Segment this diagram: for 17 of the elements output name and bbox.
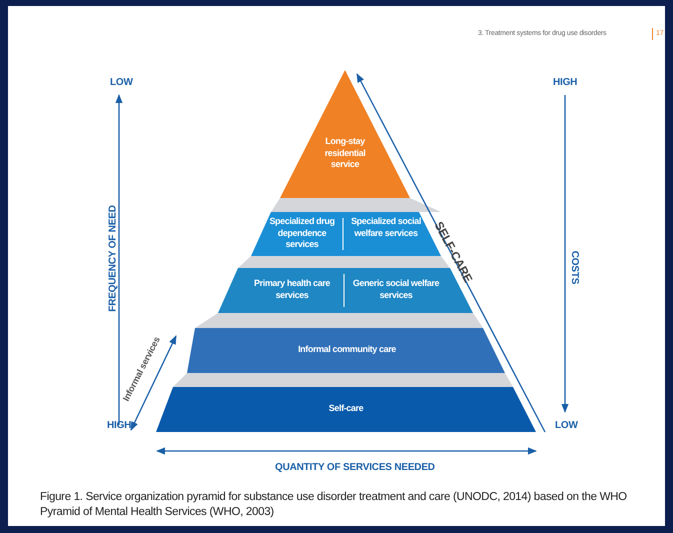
level-label: Long-stay residential service (324, 136, 366, 170)
level-label: Primary health care services (253, 278, 331, 301)
axis-title: COSTS (569, 250, 580, 284)
pyramid-apex (280, 70, 410, 198)
figure-caption: Figure 1. Service organization pyramid for substance use disorder treatment and care (UNODC, 2014) based on the WHO Pyramid of Mental Health Services (WHO, 2003) (40, 490, 628, 520)
axis-title: QUANTITY OF SERVICES NEEDED (275, 462, 435, 473)
level-label: Specialized drug dependence services (268, 216, 336, 250)
axis-label: LOW (110, 77, 133, 88)
axis-label: HIGH (553, 77, 578, 88)
pyramid-level (187, 328, 505, 373)
axis-label: LOW (555, 420, 578, 431)
pyramid-level (156, 387, 536, 432)
level-label: Self-care (328, 403, 364, 414)
axis-title: FREQUENCY OF NEED (108, 205, 119, 312)
level-label: Informal community care (297, 344, 397, 356)
axis-label: HIGH (107, 420, 132, 431)
level-label: Specialized social welfare services (350, 216, 422, 239)
